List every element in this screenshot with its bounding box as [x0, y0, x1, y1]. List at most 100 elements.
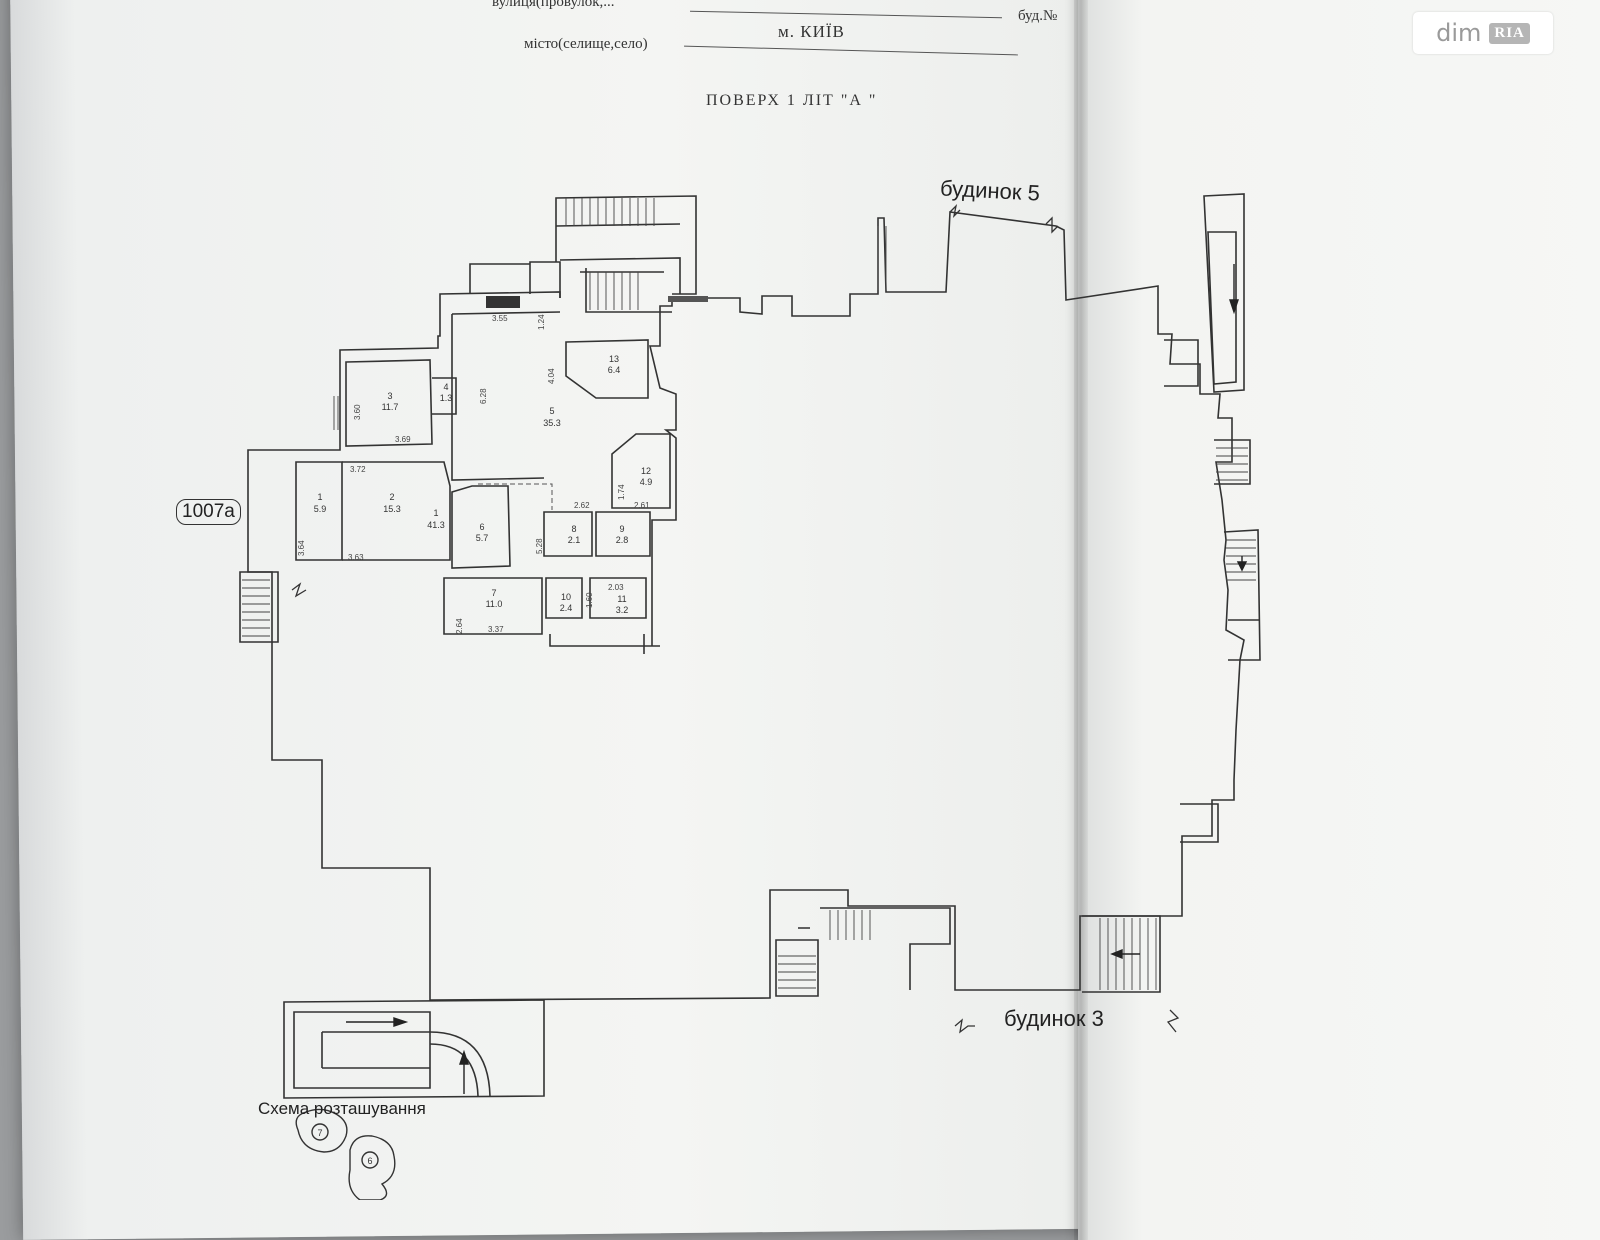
dimension: 2.64	[455, 618, 464, 634]
neighbour-building-south: будинок 3	[1004, 1006, 1104, 1031]
room-6-number: 6	[479, 522, 484, 532]
plan-line	[1214, 439, 1251, 485]
plan-line	[585, 268, 672, 313]
plan-line	[1223, 529, 1261, 661]
room-1-number: 1	[317, 492, 322, 502]
plan-line	[589, 272, 639, 310]
room-12-outline	[611, 433, 671, 509]
plan-line	[1216, 447, 1248, 481]
apartment-outline	[247, 291, 561, 573]
corridor-number: 1	[433, 508, 438, 518]
room-10-outline	[545, 577, 583, 619]
dimension: 3.37	[488, 625, 504, 634]
room-9-number: 9	[619, 524, 624, 534]
room-8-area: 2.1	[568, 535, 581, 545]
plan-line	[778, 955, 816, 989]
plan-line	[549, 634, 660, 647]
plan-line	[478, 483, 553, 510]
plan-line	[775, 939, 819, 997]
location-schema	[295, 1108, 396, 1200]
building-number-label: буд.№	[1018, 8, 1058, 24]
room-12-number: 12	[641, 466, 651, 476]
city-label: місто(селище,село)	[524, 36, 648, 52]
dimension: 4.04	[547, 368, 556, 384]
room-8-outline	[543, 511, 593, 557]
dimension: 1.60	[585, 592, 594, 608]
plan-line	[361, 1151, 379, 1169]
room-2-number: 2	[389, 492, 394, 502]
room-11-outline	[589, 577, 647, 619]
plan-line	[346, 264, 1248, 1094]
plan-line	[293, 1011, 431, 1089]
plan-line	[239, 193, 1261, 1099]
room-9-outline	[595, 511, 651, 557]
room-7-outline	[443, 577, 543, 635]
document-page-right	[1078, 0, 1600, 1240]
plan-line	[333, 396, 339, 430]
plan-line	[1226, 539, 1256, 581]
dimension: 3.64	[297, 540, 306, 556]
room-3-outline	[345, 359, 433, 447]
room-12-area: 4.9	[640, 477, 653, 487]
dimension: 2.62	[574, 501, 590, 510]
plan-line	[949, 204, 961, 218]
plan-line: 1 5.9 2 15.3 3 11.7 4 1.3 5 35.3 6 5.7 7…	[314, 354, 653, 615]
plan-line	[668, 296, 708, 302]
room-8-number: 8	[571, 524, 576, 534]
room-11-number: 11	[617, 594, 626, 604]
room-4-number: 4	[443, 382, 448, 392]
room-11-area: 3.2	[616, 605, 629, 615]
room-13-number: 13	[609, 354, 619, 364]
plan-line	[829, 910, 871, 940]
corridor-area: 41.3	[427, 520, 445, 530]
dimension: 2.61	[634, 501, 650, 510]
room-1-area: 5.9	[314, 504, 327, 514]
room-5-number: 5	[549, 406, 554, 416]
plan-line	[429, 1043, 479, 1097]
ramp-outline	[283, 999, 545, 1099]
book-gutter	[1074, 0, 1088, 1240]
plan-line	[291, 204, 1180, 1034]
floor-heading: ПОВЕРХ 1 ЛІТ "А "	[706, 92, 878, 109]
dimension: 3.69	[395, 435, 411, 444]
right-stair-top	[1203, 193, 1245, 393]
schema-mark-7: 7	[317, 1128, 322, 1138]
dimension: 2.03	[608, 583, 624, 592]
room-13-area: 6.4	[608, 365, 621, 375]
building-outline	[271, 211, 1245, 1001]
plan-line	[451, 311, 561, 315]
plan-line	[1166, 1009, 1180, 1033]
plan-line	[565, 198, 655, 226]
dimension: 3.72	[350, 465, 366, 474]
plan-line	[295, 1108, 348, 1153]
plan-line	[348, 1135, 396, 1200]
plan-line	[321, 1031, 430, 1069]
schema-mark-6: 6	[367, 1156, 372, 1166]
room-6-outline	[451, 485, 511, 569]
plan-line	[459, 1049, 469, 1065]
plan-line	[432, 377, 457, 415]
dimension: 3.55	[492, 314, 508, 323]
plan-line	[1110, 948, 1123, 960]
plan-line	[529, 261, 561, 298]
dimension: 1.74	[617, 484, 626, 500]
dimension: 3.60	[353, 404, 362, 420]
plan-line	[1164, 339, 1199, 387]
lot-number-tag: 1007а	[176, 499, 241, 525]
room-9-area: 2.8	[616, 535, 629, 545]
room-3-area: 11.7	[382, 402, 399, 412]
room-3-number: 3	[387, 391, 392, 401]
room-7-area: 11.0	[486, 599, 503, 609]
plan-line	[291, 582, 307, 598]
room-10-area: 2.4	[560, 603, 573, 613]
wall-hatch	[486, 296, 520, 308]
logo-mark-text: RIA	[1489, 22, 1530, 44]
neighbour-building-north: будинок 5	[939, 175, 1041, 206]
room-13-outline	[565, 339, 649, 399]
floor-plan-drawing: 7 6 1 5.9 2 15.3 3 11.7 4 1.3 5 35.3 6 5…	[239, 193, 1261, 1200]
room-10-number: 10	[561, 592, 571, 602]
plan-line	[469, 263, 530, 294]
plan-line	[954, 1018, 975, 1034]
dimension: 5.28	[535, 538, 544, 554]
plan-line	[1236, 561, 1248, 572]
